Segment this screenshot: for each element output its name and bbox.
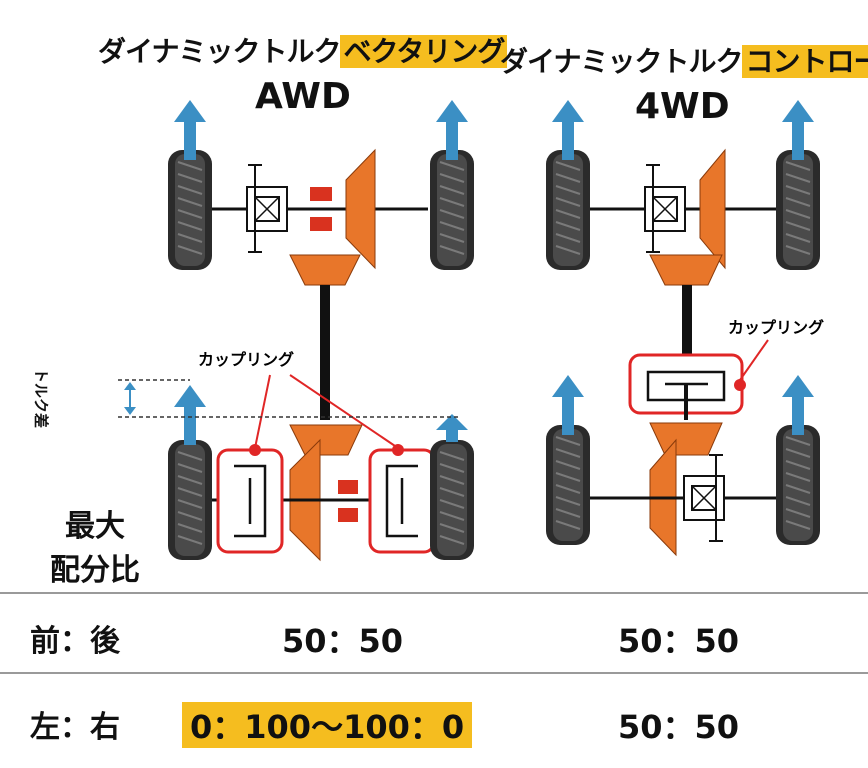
awd-subtitle: AWD: [255, 76, 351, 117]
awd-front-axle: [212, 148, 428, 286]
4wd-front-left-tire: [545, 149, 591, 271]
4wd-propeller-shaft-front: [682, 285, 692, 355]
max-distribution-header-line2: 配分比: [50, 553, 140, 588]
awd-propeller-shaft: [320, 285, 330, 420]
torque-difference-indicator: [118, 379, 460, 418]
awd-title-prefix: ダイナミックトルク: [98, 35, 341, 68]
table-divider-middle: [0, 672, 868, 674]
table-divider-top: [0, 592, 868, 594]
row-front-rear-label: 前：後: [30, 624, 120, 659]
row-left-right-awd-value: 0：100〜100：0: [182, 702, 473, 748]
4wd-title: ダイナミックトルクコントロール: [500, 40, 868, 80]
4wd-front-right-tire: [775, 149, 821, 271]
awd-rear-left-arrow: [174, 385, 206, 445]
awd-rear-left-tire: [167, 439, 213, 561]
awd-rear-right-arrow: [436, 414, 468, 442]
drivetrain-diagram: カップリング カップリング: [118, 100, 824, 562]
awd-front-left-tire: [167, 149, 213, 271]
row-front-rear-4wd-value: 50：50: [618, 622, 740, 660]
awd-title: ダイナミックトルクベクタリング: [98, 30, 508, 70]
row-left-right-4wd-value: 50：50: [618, 708, 740, 746]
awd-title-highlight: ベクタリング: [340, 35, 508, 68]
awd-rear-right-tire: [429, 439, 475, 561]
4wd-coupling-label: カップリング: [728, 318, 824, 337]
awd-coupling-label: カップリング: [198, 350, 294, 369]
awd-rear-axle: [212, 374, 436, 562]
max-distribution-header: 最大 配分比: [40, 505, 150, 593]
awd-front-right-tire: [429, 149, 475, 271]
max-distribution-header-line1: 最大: [65, 509, 125, 544]
torque-difference-label: トルク差: [32, 368, 50, 429]
4wd-title-highlight: コントロール: [742, 45, 868, 78]
4wd-rear-right-tire: [775, 424, 821, 546]
row-front-rear-awd-value: 50：50: [282, 622, 404, 660]
4wd-rear-left-tire: [545, 424, 591, 546]
4wd-front-axle: [590, 148, 776, 286]
4wd-subtitle: 4WD: [635, 86, 730, 127]
row-left-right-label: 左：右: [30, 710, 120, 745]
4wd-center-coupling: [628, 339, 769, 420]
4wd-rear-axle: [590, 422, 776, 557]
4wd-title-prefix: ダイナミックトルク: [500, 45, 743, 78]
